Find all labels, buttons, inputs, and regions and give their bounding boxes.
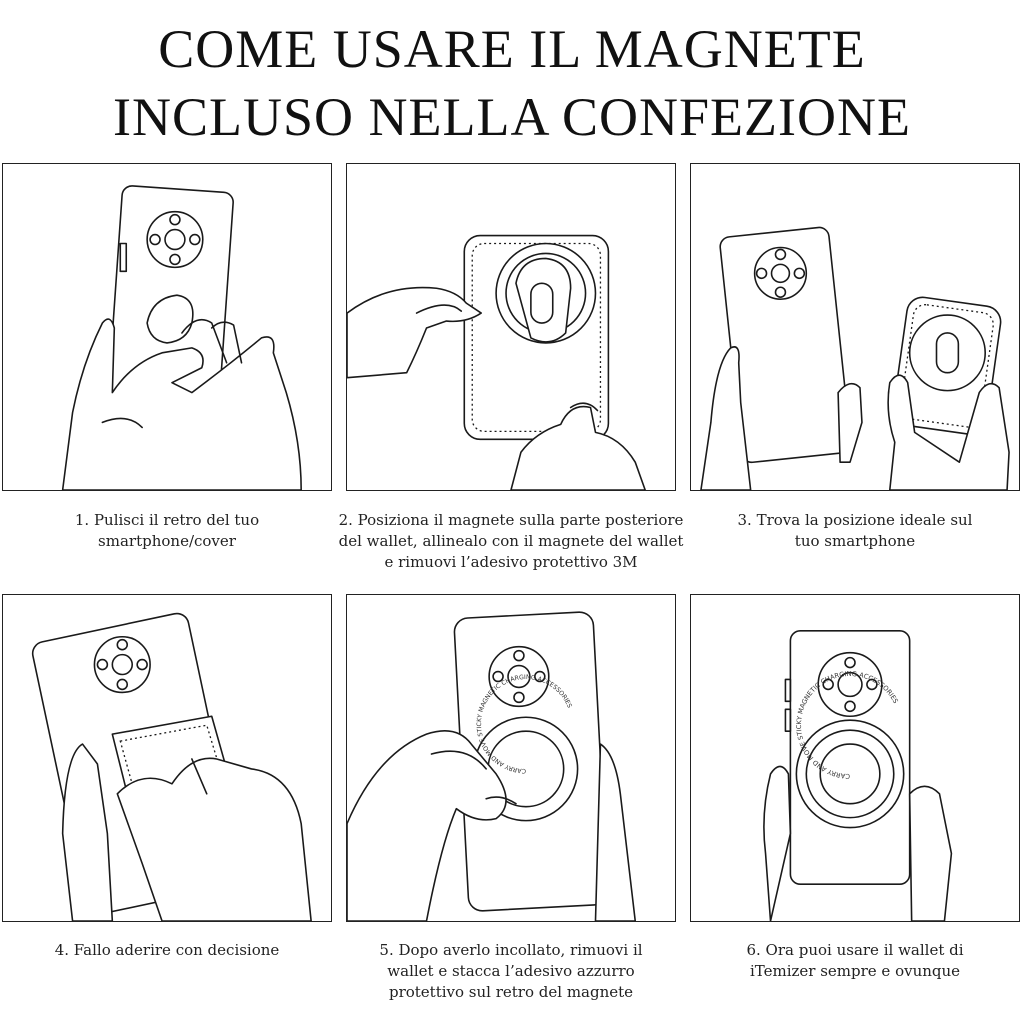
step-4-panel: [2, 594, 332, 922]
step-5-panel: [346, 594, 676, 922]
step-3-panel: [690, 163, 1020, 491]
step-3-caption: 3. Trova la posizione ideale sul tuo sma…: [737, 511, 973, 550]
step-2-panel: [346, 163, 676, 491]
step-6-illustration: [763, 629, 953, 921]
step-4-illustration: [31, 612, 312, 921]
step-5-illustration: [347, 611, 637, 921]
step-1-panel: [2, 163, 332, 491]
step-2-illustration: [347, 234, 646, 490]
page-title-line-1: COME USARE IL MAGNETE: [158, 19, 866, 79]
step-6-caption: 6. Ora puoi usare il wallet di iTemizer …: [746, 941, 964, 980]
step-3-illustration: [700, 226, 1010, 490]
page-title-line-2: INCLUSO NELLA CONFEZIONE: [113, 87, 911, 147]
step-2-caption: 2. Posiziona il magnete sulla parte post…: [338, 511, 684, 571]
step-4-caption: 4. Fallo aderire con decisione: [54, 941, 280, 959]
step-1-caption: 1. Pulisci il retro del tuo smartphone/c…: [74, 511, 260, 550]
step-5-caption: 5. Dopo averlo incollato, rimuovi il wal…: [379, 941, 643, 1001]
step-1-illustration: [61, 185, 302, 490]
step-6-panel: [690, 594, 1020, 922]
